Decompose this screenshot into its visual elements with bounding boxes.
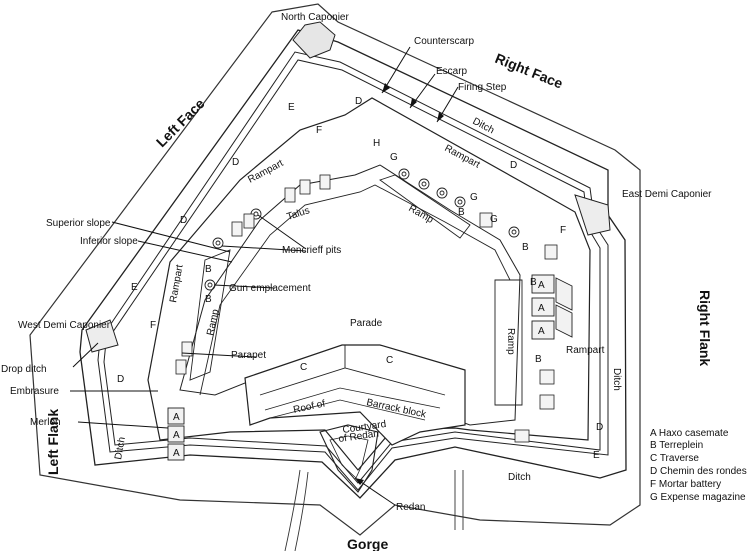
redan-outline — [319, 424, 379, 493]
letter-a-left-2: A — [173, 430, 180, 441]
north-caponier — [292, 21, 336, 59]
gorge-label: Gorge — [347, 536, 388, 551]
ramp-right — [494, 279, 523, 406]
merlon-label: Merlon — [30, 417, 61, 428]
talus-line — [199, 184, 511, 396]
redan-inner — [329, 435, 369, 479]
leader-arrowheads — [355, 83, 444, 485]
east-demi-caponier — [574, 194, 611, 236]
counterscarp-line — [79, 29, 627, 499]
legend: A Haxo casemate B Terreplein C Traverse … — [650, 428, 747, 503]
letter-a-right-2: A — [538, 303, 545, 314]
letter-b-right-1: B — [522, 242, 529, 253]
gun-positions-right-face — [398, 168, 520, 238]
legend-item-f: F Mortar battery — [650, 479, 721, 490]
letter-c-right: C — [386, 355, 393, 366]
legend-item-c: C Traverse — [650, 453, 699, 464]
letter-g-3: G — [490, 214, 498, 225]
legend-item-a: A Haxo casemate — [650, 428, 729, 439]
gun-emplacement-label: Gun emplacement — [229, 283, 311, 294]
haxo-casemates-right — [531, 274, 573, 340]
letter-e-top: E — [288, 102, 295, 113]
letter-d-left: D — [180, 215, 187, 226]
moncrieff-pits-label: Moncrieff pits — [282, 245, 341, 256]
letter-a-right-1: A — [538, 280, 545, 291]
ditch-label-right-flank: Ditch — [611, 368, 622, 391]
gorge-road-right — [454, 470, 464, 530]
firing-step-label: Firing Step — [458, 82, 507, 93]
traverse-blocks-left-face — [175, 174, 331, 375]
barrack-block — [244, 344, 466, 446]
embrasure-label: Embrasure — [10, 386, 59, 397]
letter-h: H — [373, 138, 380, 149]
escarp-label: Escarp — [436, 66, 468, 77]
west-demi-caponier-label: West Demi Caponier — [18, 320, 111, 331]
glacis-outline — [29, 3, 641, 536]
letter-b-right-face: B — [458, 207, 465, 218]
parapet-label: Parapet — [231, 350, 266, 361]
counterscarp-label: Counterscarp — [414, 36, 474, 47]
letter-f-left: F — [150, 320, 156, 331]
ditch-label-right-face: Ditch — [471, 116, 496, 136]
letter-c-left: C — [300, 362, 307, 373]
letter-e-right: E — [593, 450, 600, 461]
right-flank-label: Right Flank — [697, 290, 713, 366]
ramp-left — [189, 249, 231, 381]
rampart-label-right-face: Rampart — [443, 143, 482, 171]
escarp-line — [97, 51, 609, 491]
letter-f-top: F — [316, 125, 322, 136]
west-demi-caponier — [85, 319, 119, 353]
letter-f-right: F — [560, 225, 566, 236]
letter-b-right-2: B — [530, 277, 537, 288]
letter-d-right-face: D — [510, 160, 517, 171]
rampart-label-left-face: Rampart — [246, 158, 285, 186]
ditch-label-gorge: Ditch — [508, 472, 531, 483]
letter-a-left-1: A — [173, 412, 180, 423]
letter-d-north: D — [355, 96, 362, 107]
letter-g-2: G — [470, 192, 478, 203]
ramp-top — [379, 174, 471, 239]
redan-label: Redan — [396, 502, 425, 513]
letter-g-1: G — [390, 152, 398, 163]
letter-b-left-2: B — [205, 294, 212, 305]
east-demi-caponier-label: East Demi Caponier — [622, 189, 712, 200]
ramp-label-top: Ramp — [407, 203, 436, 226]
rampart-label-right-flank: Rampart — [566, 345, 605, 356]
barrack-roof-lines — [264, 387, 441, 421]
letter-b-left-1: B — [205, 264, 212, 275]
gorge-road-left — [284, 469, 309, 552]
left-face-label: Left Face — [153, 95, 208, 150]
letter-b-right-3: B — [535, 354, 542, 365]
letter-a-right-3: A — [538, 326, 545, 337]
rampart-outline — [147, 97, 591, 471]
traverse-blocks-right-face — [479, 212, 558, 443]
gun-positions-left-face — [204, 208, 262, 291]
north-caponier-label: North Caponier — [281, 12, 349, 23]
letter-e-left: E — [131, 282, 138, 293]
letter-d-left-flank: D — [117, 374, 124, 385]
drop-ditch-label: Drop ditch — [1, 364, 47, 375]
ramp-label-right: Ramp — [505, 328, 516, 355]
legend-item-b: B Terreplein — [650, 440, 703, 451]
parade-label: Parade — [350, 318, 383, 329]
legend-item-d: D Chemin des rondes — [650, 466, 747, 477]
superior-slope-label: Superior slope — [46, 218, 111, 229]
barrack-ridge — [259, 345, 446, 396]
left-flank-label: Left Flank — [45, 409, 61, 475]
haxo-casemates-left — [167, 407, 185, 461]
ramp-label-left: Ramp — [205, 308, 221, 337]
inferior-slope-label: Inferior slope — [80, 236, 138, 247]
legend-item-g: G Expense magazine — [650, 492, 746, 503]
letter-a-left-3: A — [173, 448, 180, 459]
talus-label: Talus — [286, 205, 312, 223]
ditch-label-left-flank: Ditch — [113, 436, 128, 460]
letter-d-right-flank: D — [596, 422, 603, 433]
letter-d-left-face: D — [232, 157, 239, 168]
escarp-inner-line — [103, 59, 601, 484]
rampart-label-left-flank: Rampart — [168, 264, 186, 304]
